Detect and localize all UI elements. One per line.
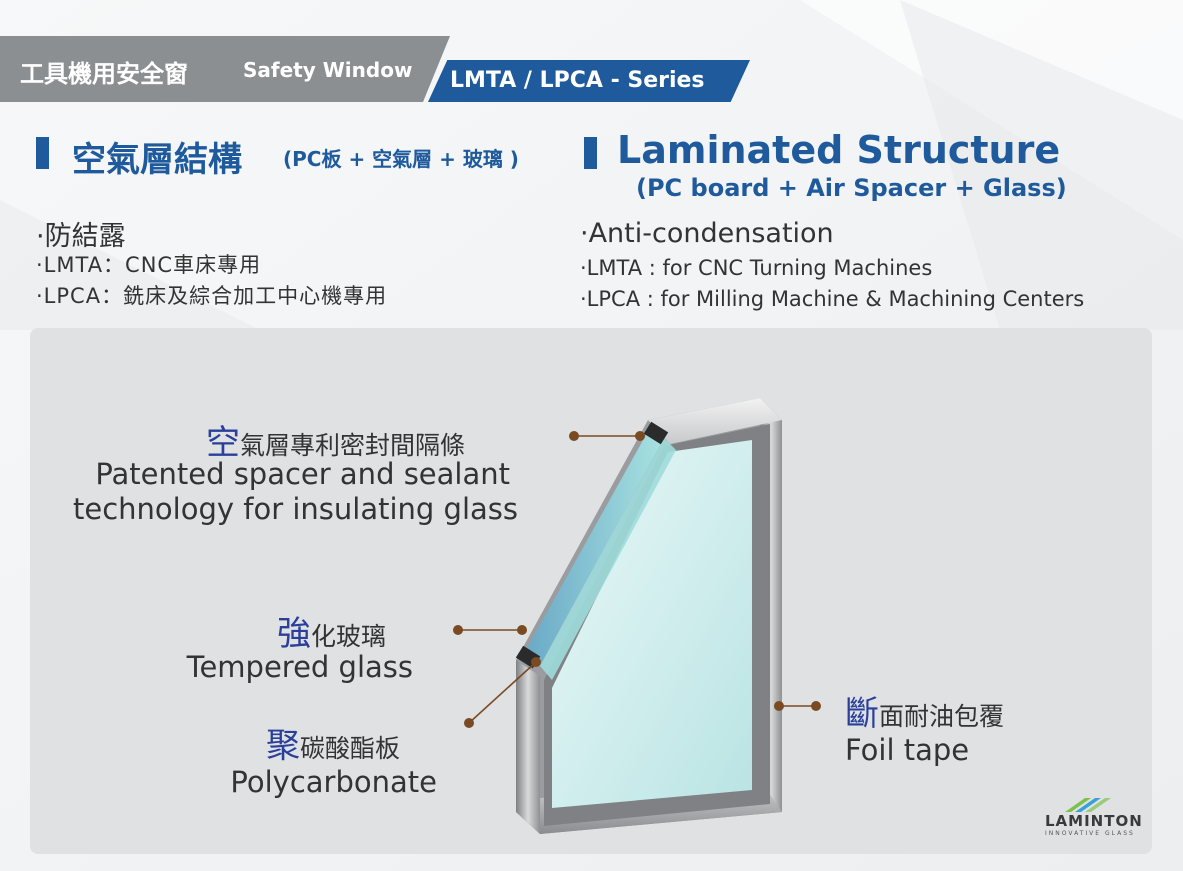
label-polycarbonate-zh-rest: 碳酸酯板 xyxy=(300,734,401,763)
glass-edge-tempered xyxy=(540,438,676,680)
label-spacer-en-line2: technology for insulating glass xyxy=(73,492,518,526)
label-foil-zh-first: 斷 xyxy=(845,694,879,734)
bullet-main-zh: ·防結露 xyxy=(36,221,126,252)
label-spacer-en-line1: Patented spacer and sealant xyxy=(95,457,510,491)
label-polycarbonate-en: Polycarbonate xyxy=(230,765,437,799)
heading-bar-en xyxy=(584,137,597,169)
header-title-zh: 工具機用安全窗 xyxy=(20,60,188,88)
label-polycarbonate-zh-first: 聚 xyxy=(266,726,300,766)
leader-lines xyxy=(453,431,821,728)
label-polycarbonate-zh: 聚碳酸酯板 xyxy=(266,718,400,767)
bullet-item-en: ·LPCA : for Milling Machine & Machining … xyxy=(580,287,1085,311)
label-spacer-zh-rest: 氣層專利密封間隔條 xyxy=(240,431,466,460)
label-spacer-zh: 空氣層專利密封間隔條 xyxy=(206,415,465,464)
label-tempered-zh-rest: 化玻璃 xyxy=(311,622,387,651)
bullet-main-en: ·Anti-condensation xyxy=(580,218,834,249)
label-foil-en: Foil tape xyxy=(845,733,970,767)
glass-edge-pc xyxy=(526,424,664,666)
series-banner: LMTA / LPCA - Series xyxy=(428,60,750,102)
series-label: LMTA / LPCA - Series xyxy=(450,68,705,93)
structure-heading-en: Laminated Structure xyxy=(617,128,1061,172)
label-tempered-en: Tempered glass xyxy=(186,650,413,684)
frame-top xyxy=(648,398,782,444)
bullet-item-zh: ·LMTA：CNC車床專用 xyxy=(36,253,262,277)
bullet-item-en: ·LMTA : for CNC Turning Machines xyxy=(580,256,933,280)
label-foil-zh: 斷面耐油包覆 xyxy=(845,686,1004,735)
structure-heading-en-sub: (PC board + Air Spacer + Glass) xyxy=(636,174,1067,202)
spacer-top xyxy=(643,421,669,445)
logo-tagline: INNOVATIVE GLASS xyxy=(1045,830,1135,837)
label-foil-zh-rest: 面耐油包覆 xyxy=(879,702,1005,731)
label-tempered-zh: 強化玻璃 xyxy=(277,606,386,655)
heading-bar-zh xyxy=(36,137,49,169)
header-banner: 工具機用安全窗 Safety Window xyxy=(0,36,450,102)
structure-heading-zh: 空氣層結構 xyxy=(72,140,242,180)
label-tempered-zh-first: 強 xyxy=(277,614,311,654)
frame-left-side xyxy=(516,660,540,834)
bullet-item-zh: ·LPCA：銑床及綜合加工中心機專用 xyxy=(36,284,388,308)
logo-stripes-icon xyxy=(1065,798,1111,812)
laminton-logo: LAMINTON INNOVATIVE GLASS xyxy=(1045,798,1143,837)
structure-heading-zh-sub: (PC板 + 空氣層 + 玻璃 ) xyxy=(283,147,519,171)
header-title-en: Safety Window xyxy=(243,58,413,82)
glass-face xyxy=(552,440,752,808)
logo-name: LAMINTON xyxy=(1045,812,1143,830)
label-spacer-zh-first: 空 xyxy=(206,423,240,463)
